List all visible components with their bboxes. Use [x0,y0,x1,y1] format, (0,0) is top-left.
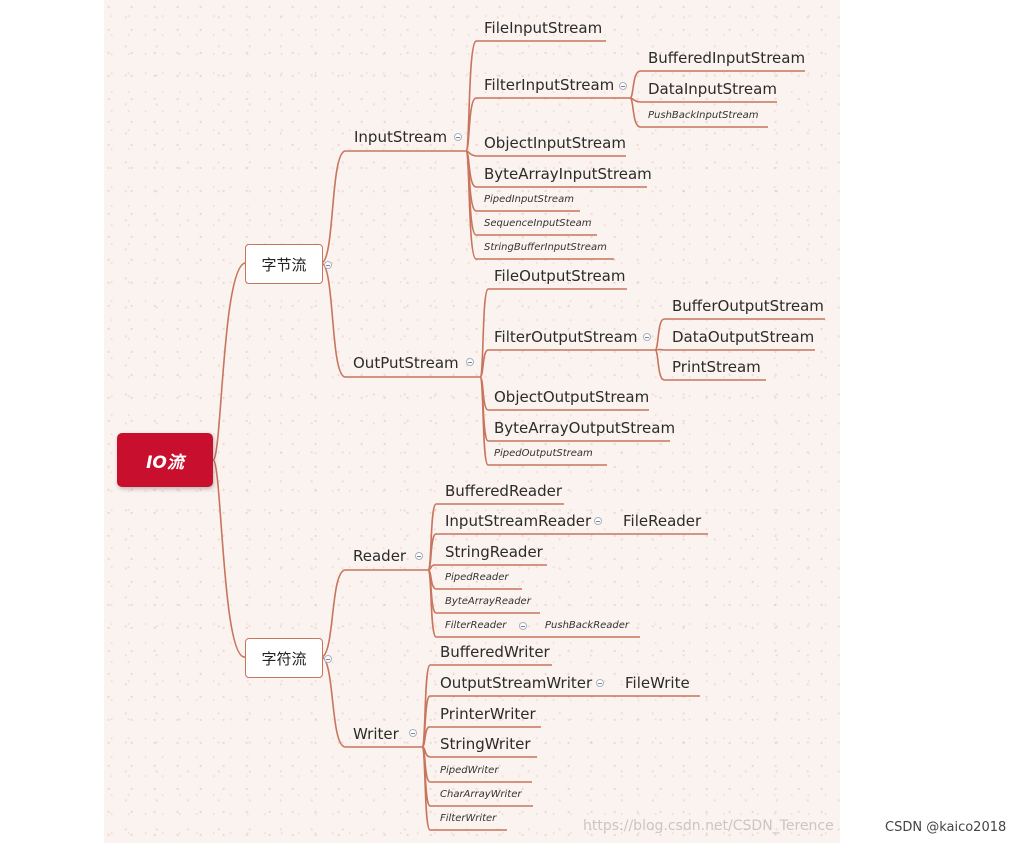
fileinputstream-node[interactable]: FileInputStream [484,19,603,37]
bytearrayoutputstream-node[interactable]: ByteArrayOutputStream [494,419,676,437]
bufferedinputstream-node[interactable]: BufferedInputStream [648,49,806,67]
bytearrayreader-node[interactable]: ByteArrayReader [445,596,531,607]
inputstream-node[interactable]: InputStream [354,128,448,146]
pipedoutputstream-node[interactable]: PipedOutputStream [494,448,593,459]
filewrite-node[interactable]: FileWrite [625,674,690,692]
objectoutputstream-node[interactable]: ObjectOutputStream [494,388,650,406]
stringwriter-node[interactable]: StringWriter [440,735,531,753]
filterinputstream-node[interactable]: FilterInputStream [484,76,615,94]
pipedreader-node[interactable]: PipedReader [445,572,509,583]
pipedinputstream-node[interactable]: PipedInputStream [484,194,574,205]
bufferedwriter-node[interactable]: BufferedWriter [440,643,550,661]
collapse-icon[interactable] [619,82,627,90]
collapse-icon[interactable] [519,622,527,630]
filterwriter-node[interactable]: FilterWriter [440,813,497,824]
pushbackreader-node[interactable]: PushBackReader [545,620,630,631]
byte-stream-node[interactable]: 字节流 [245,244,323,284]
collapse-icon[interactable] [594,517,602,525]
collapse-icon[interactable] [454,133,462,141]
watermark-url: https://blog.csdn.net/CSDN_Terence [583,818,834,834]
collapse-icon[interactable] [643,333,651,341]
sequenceinputstream-node[interactable]: SequenceInputSteam [484,218,592,229]
collapse-icon[interactable] [324,261,332,269]
root-node[interactable]: IO流 [117,433,213,487]
datainputstream-node[interactable]: DataInputStream [648,80,777,98]
filterreader-node[interactable]: FilterReader [445,620,507,631]
collapse-icon[interactable] [409,729,417,737]
objectinputstream-node[interactable]: ObjectInputStream [484,134,626,152]
chararraywriter-node[interactable]: CharArrayWriter [440,789,522,800]
collapse-icon[interactable] [415,552,423,560]
collapse-icon[interactable] [596,679,604,687]
bytearrayinputstream-node[interactable]: ByteArrayInputStream [484,165,652,183]
filereader-node[interactable]: FileReader [623,512,702,530]
dataoutputstream-node[interactable]: DataOutputStream [672,328,815,346]
pushbackinputstream-node[interactable]: PushBackInputStream [648,110,759,121]
reader-node[interactable]: Reader [353,547,407,565]
writer-node[interactable]: Writer [353,725,399,743]
bufferedreader-node[interactable]: BufferedReader [445,482,563,500]
credit-text: CSDN @kaico2018 [885,820,1007,835]
bufferoutputstream-node[interactable]: BufferOutputStream [672,297,824,315]
collapse-icon[interactable] [324,655,332,663]
outputstreamwriter-node[interactable]: OutputStreamWriter [440,674,593,692]
outputstream-node[interactable]: OutPutStream [353,354,459,372]
mindmap-canvas [104,0,840,843]
collapse-icon[interactable] [466,358,474,366]
stringbufferinputstream-node[interactable]: StringBufferInputStream [484,242,607,253]
printstream-node[interactable]: PrintStream [672,358,761,376]
stringreader-node[interactable]: StringReader [445,543,543,561]
filteroutputstream-node[interactable]: FilterOutputStream [494,328,638,346]
printerwriter-node[interactable]: PrinterWriter [440,705,536,723]
char-stream-node[interactable]: 字符流 [245,638,323,678]
inputstreamreader-node[interactable]: InputStreamReader [445,512,592,530]
pipedwriter-node[interactable]: PipedWriter [440,765,499,776]
fileoutputstream-node[interactable]: FileOutputStream [494,267,626,285]
